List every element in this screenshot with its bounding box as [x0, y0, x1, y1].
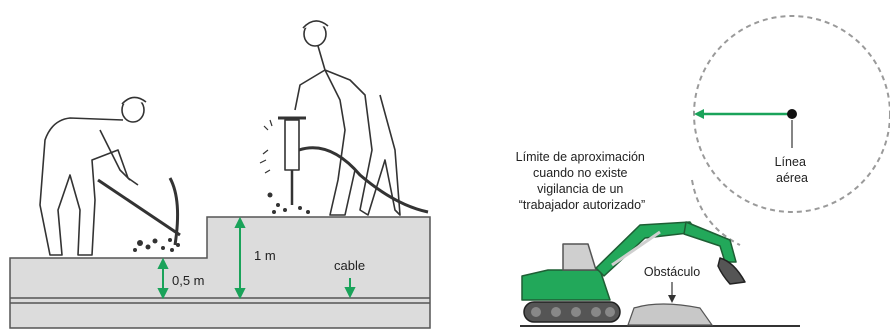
depth-label-small: 0,5 m — [172, 273, 205, 288]
worker-pickaxe-figure — [39, 96, 181, 256]
overhead-line-label-1: Línea — [775, 155, 806, 169]
approach-limit-line-2: cuando no existe — [533, 166, 628, 180]
depth-label-large: 1 m — [254, 248, 276, 263]
obstacle-label: Obstáculo — [644, 265, 700, 279]
obstacle-shape — [627, 303, 714, 326]
depth-arrow-small — [157, 257, 169, 300]
cable-pointer-arrow — [344, 278, 356, 299]
trench-work-illustration: 0,5 m 1 m cable — [9, 20, 431, 329]
boom-clearance-path — [691, 179, 741, 246]
overhead-line-label: Línea aérea — [775, 155, 810, 185]
overhead-line-label-2: aérea — [776, 171, 808, 185]
overhead-line-illustration: Límite de aproximación cuando no existe … — [516, 15, 890, 327]
clearance-radius-arrowhead — [694, 109, 704, 119]
approach-limit-line-1: Límite de aproximación — [516, 150, 645, 164]
excavator-figure — [521, 221, 746, 323]
approach-limit-label: Límite de aproximación cuando no existe … — [516, 150, 649, 212]
approach-limit-line-3: vigilancia de un — [537, 182, 623, 196]
worker-jackhammer-figure — [259, 20, 429, 216]
ground-profile — [9, 216, 431, 329]
obstacle-pointer-head — [668, 295, 676, 303]
cable-label: cable — [334, 258, 365, 273]
overhead-line-point — [787, 109, 797, 119]
approach-limit-line-4: “trabajador autorizado” — [519, 198, 645, 212]
depth-arrow-large — [234, 216, 246, 300]
